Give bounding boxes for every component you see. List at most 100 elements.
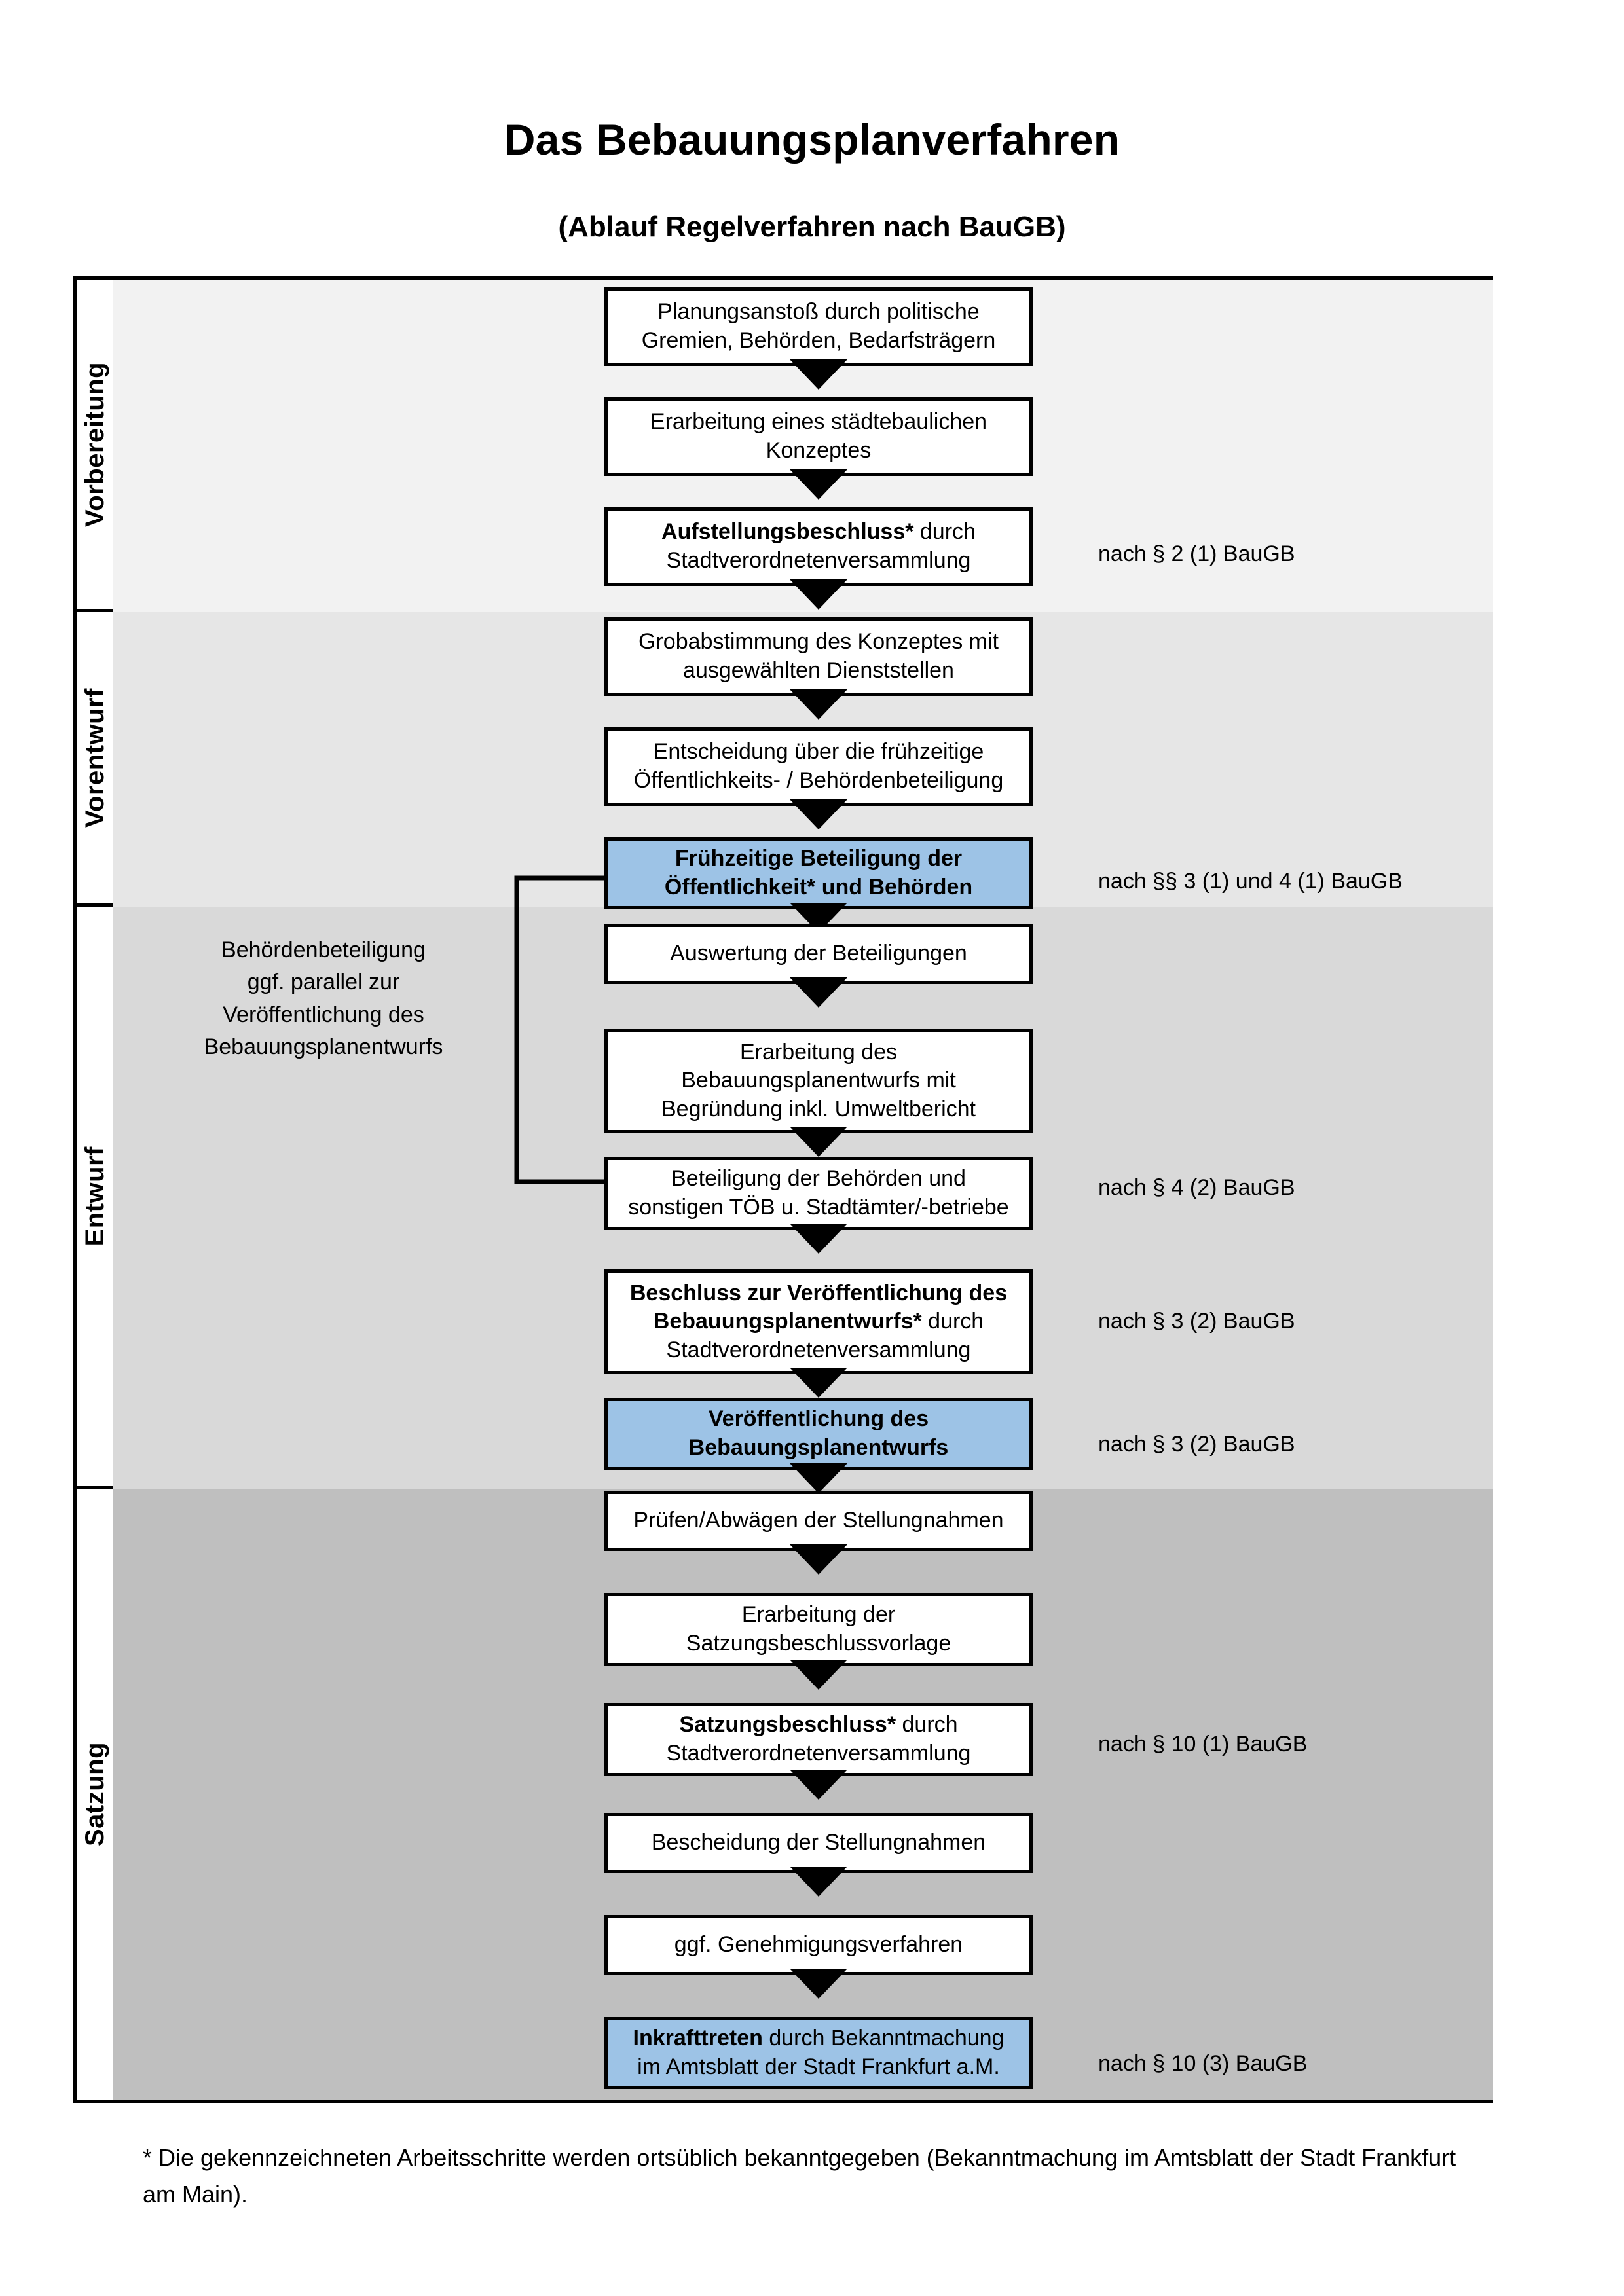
process-box-line: im Amtsblatt der Stadt Frankfurt a.M. [633,2053,1005,2082]
process-box-s16[interactable]: ggf. Genehmigungsverfahren [604,1915,1033,1975]
process-box-line: Erarbeitung eines städtebaulichen [650,408,987,437]
process-box-line: Bebauungsplanentwurfs mit [661,1066,976,1095]
process-box-line: Erarbeitung der [686,1601,951,1630]
legal-reference-r3: nach § 4 (2) BauGB [1098,1175,1295,1200]
process-box-line: Satzungsbeschluss* durch [667,1711,971,1740]
process-box-line: Konzeptes [650,437,987,465]
process-box-line: Beschluss zur Veröffentlichung des [630,1279,1007,1308]
process-box-text: Stadtverordnetenversammlung [666,548,971,573]
process-box-text: Grobabstimmung des Konzeptes mit [638,629,999,655]
sidenote-line: Behördenbeteiligung [221,938,426,962]
process-box-text-suffix: durch [913,519,976,545]
process-box-line: Beteiligung der Behörden und [628,1165,1008,1194]
stage-label-cell-vorbereitung: Vorbereitung [77,280,113,612]
process-box-text: Erarbeitung der [741,1602,896,1628]
process-box-text: Bebauungsplanentwurfs mit [681,1068,956,1093]
flow-arrow-down-icon [790,689,847,720]
process-box-text: Konzeptes [766,438,872,463]
process-box-text-suffix: durch [896,1712,958,1738]
process-box-line: Öffentlichkeits- / Behördenbeteiligung [634,767,1004,795]
legal-reference-r1: nach § 2 (1) BauGB [1098,541,1295,566]
process-box-text-suffix: durch [921,1309,984,1334]
process-box-line: Gremien, Behörden, Bedarfsträgern [642,327,996,355]
process-box-text-suffix: durch Bekanntmachung [762,2026,1005,2051]
stage-label-entwurf: Entwurf [80,1146,109,1247]
process-box-line: Satzungsbeschlussvorlage [686,1630,951,1658]
process-box-text: Veröffentlichung des [708,1406,929,1432]
process-box-line: ggf. Genehmigungsverfahren [674,1931,963,1959]
process-box-line: Inkrafttreten durch Bekanntmachung [633,2024,1005,2053]
process-box-text: Bebauungsplanentwurfs [688,1435,949,1460]
process-box-text: Bebauungsplanentwurfs* [653,1309,922,1334]
process-box-text: Entscheidung über die frühzeitige [653,739,984,765]
process-box-line: Bescheidung der Stellungnahmen [652,1829,986,1857]
legal-reference-r6: nach § 10 (1) BauGB [1098,1732,1308,1757]
stage-label-vorbereitung: Vorbereitung [80,361,109,527]
sidenote-line: ggf. parallel zur [247,970,400,995]
process-box-line: Stadtverordnetenversammlung [667,1740,971,1768]
sidenote-line: Bebauungsplanentwurfs [204,1034,443,1059]
process-box-line: Öffentlichkeit* und Behörden [665,873,972,902]
page-subtitle: (Ablauf Regelverfahren nach BauGB) [558,211,1066,243]
process-box-line: Grobabstimmung des Konzeptes mit [638,628,999,657]
process-box-text: Bescheidung der Stellungnahmen [651,1830,986,1855]
process-box-line: Bebauungsplanentwurfs* durch [630,1307,1007,1336]
process-box-line: Auswertung der Beteiligungen [670,939,967,968]
legal-reference-r7: nach § 10 (3) BauGB [1098,2051,1308,2076]
process-box-text: Öffentlichkeits- / Behördenbeteiligung [633,768,1004,793]
process-box-s15[interactable]: Bescheidung der Stellungnahmen [604,1813,1033,1873]
process-box-line: Prüfen/Abwägen der Stellungnahmen [633,1506,1003,1535]
sidenote-line: Veröffentlichung des [223,1002,424,1027]
stage-label-satzung: Satzung [80,1742,109,1847]
process-box-text: Beschluss zur Veröffentlichung des [629,1280,1008,1305]
process-box-s7[interactable]: Auswertung der Beteiligungen [604,924,1033,984]
process-box-text: Erarbeitung des [739,1039,898,1065]
sidenote-behoerdenbeteiligung: Behördenbeteiligung ggf. parallel zur Ve… [183,934,464,1063]
process-box-line: Stadtverordnetenversammlung [630,1336,1007,1365]
flow-arrow-down-icon [790,359,847,390]
process-box-text: Beteiligung der Behörden und [671,1166,966,1192]
legal-reference-r2: nach §§ 3 (1) und 4 (1) BauGB [1098,869,1403,894]
flow-arrow-down-icon [790,1544,847,1575]
stage-label-cell-entwurf: Entwurf [77,907,113,1489]
footnote: * Die gekennzeichneten Arbeitsschritte w… [143,2144,1456,2208]
flow-arrow-down-icon [790,1969,847,1999]
flow-arrow-down-icon [790,1770,847,1800]
process-box-text: Erarbeitung eines städtebaulichen [650,409,987,435]
process-box-text: Stadtverordnetenversammlung [666,1337,971,1362]
process-box-line: Begründung inkl. Umweltbericht [661,1095,976,1124]
stage-label-vorentwurf: Vorentwurf [80,687,109,828]
process-box-text: im Amtsblatt der Stadt Frankfurt a.M. [637,2054,1000,2079]
process-box-line: ausgewählten Dienststellen [638,657,999,685]
flow-arrow-down-icon [790,469,847,500]
process-box-text: Frühzeitige Beteiligung der [674,846,963,871]
flow-arrow-down-icon [790,977,847,1008]
legal-reference-r5: nach § 3 (2) BauGB [1098,1432,1295,1457]
flow-arrow-down-icon [790,1463,847,1493]
process-box-text: Satzungsbeschlussvorlage [686,1631,951,1656]
process-box-line: Frühzeitige Beteiligung der [665,845,972,873]
legal-reference-r4: nach § 3 (2) BauGB [1098,1309,1295,1334]
process-box-text: Aufstellungsbeschluss* [661,519,914,545]
process-box-s12[interactable]: Prüfen/Abwägen der Stellungnahmen [604,1491,1033,1551]
stage-label-cell-satzung: Satzung [77,1489,113,2100]
process-box-line: Stadtverordnetenversammlung [661,547,976,575]
process-box-text: Gremien, Behörden, Bedarfsträgern [641,328,996,353]
process-box-line: Aufstellungsbeschluss* durch [661,518,976,547]
